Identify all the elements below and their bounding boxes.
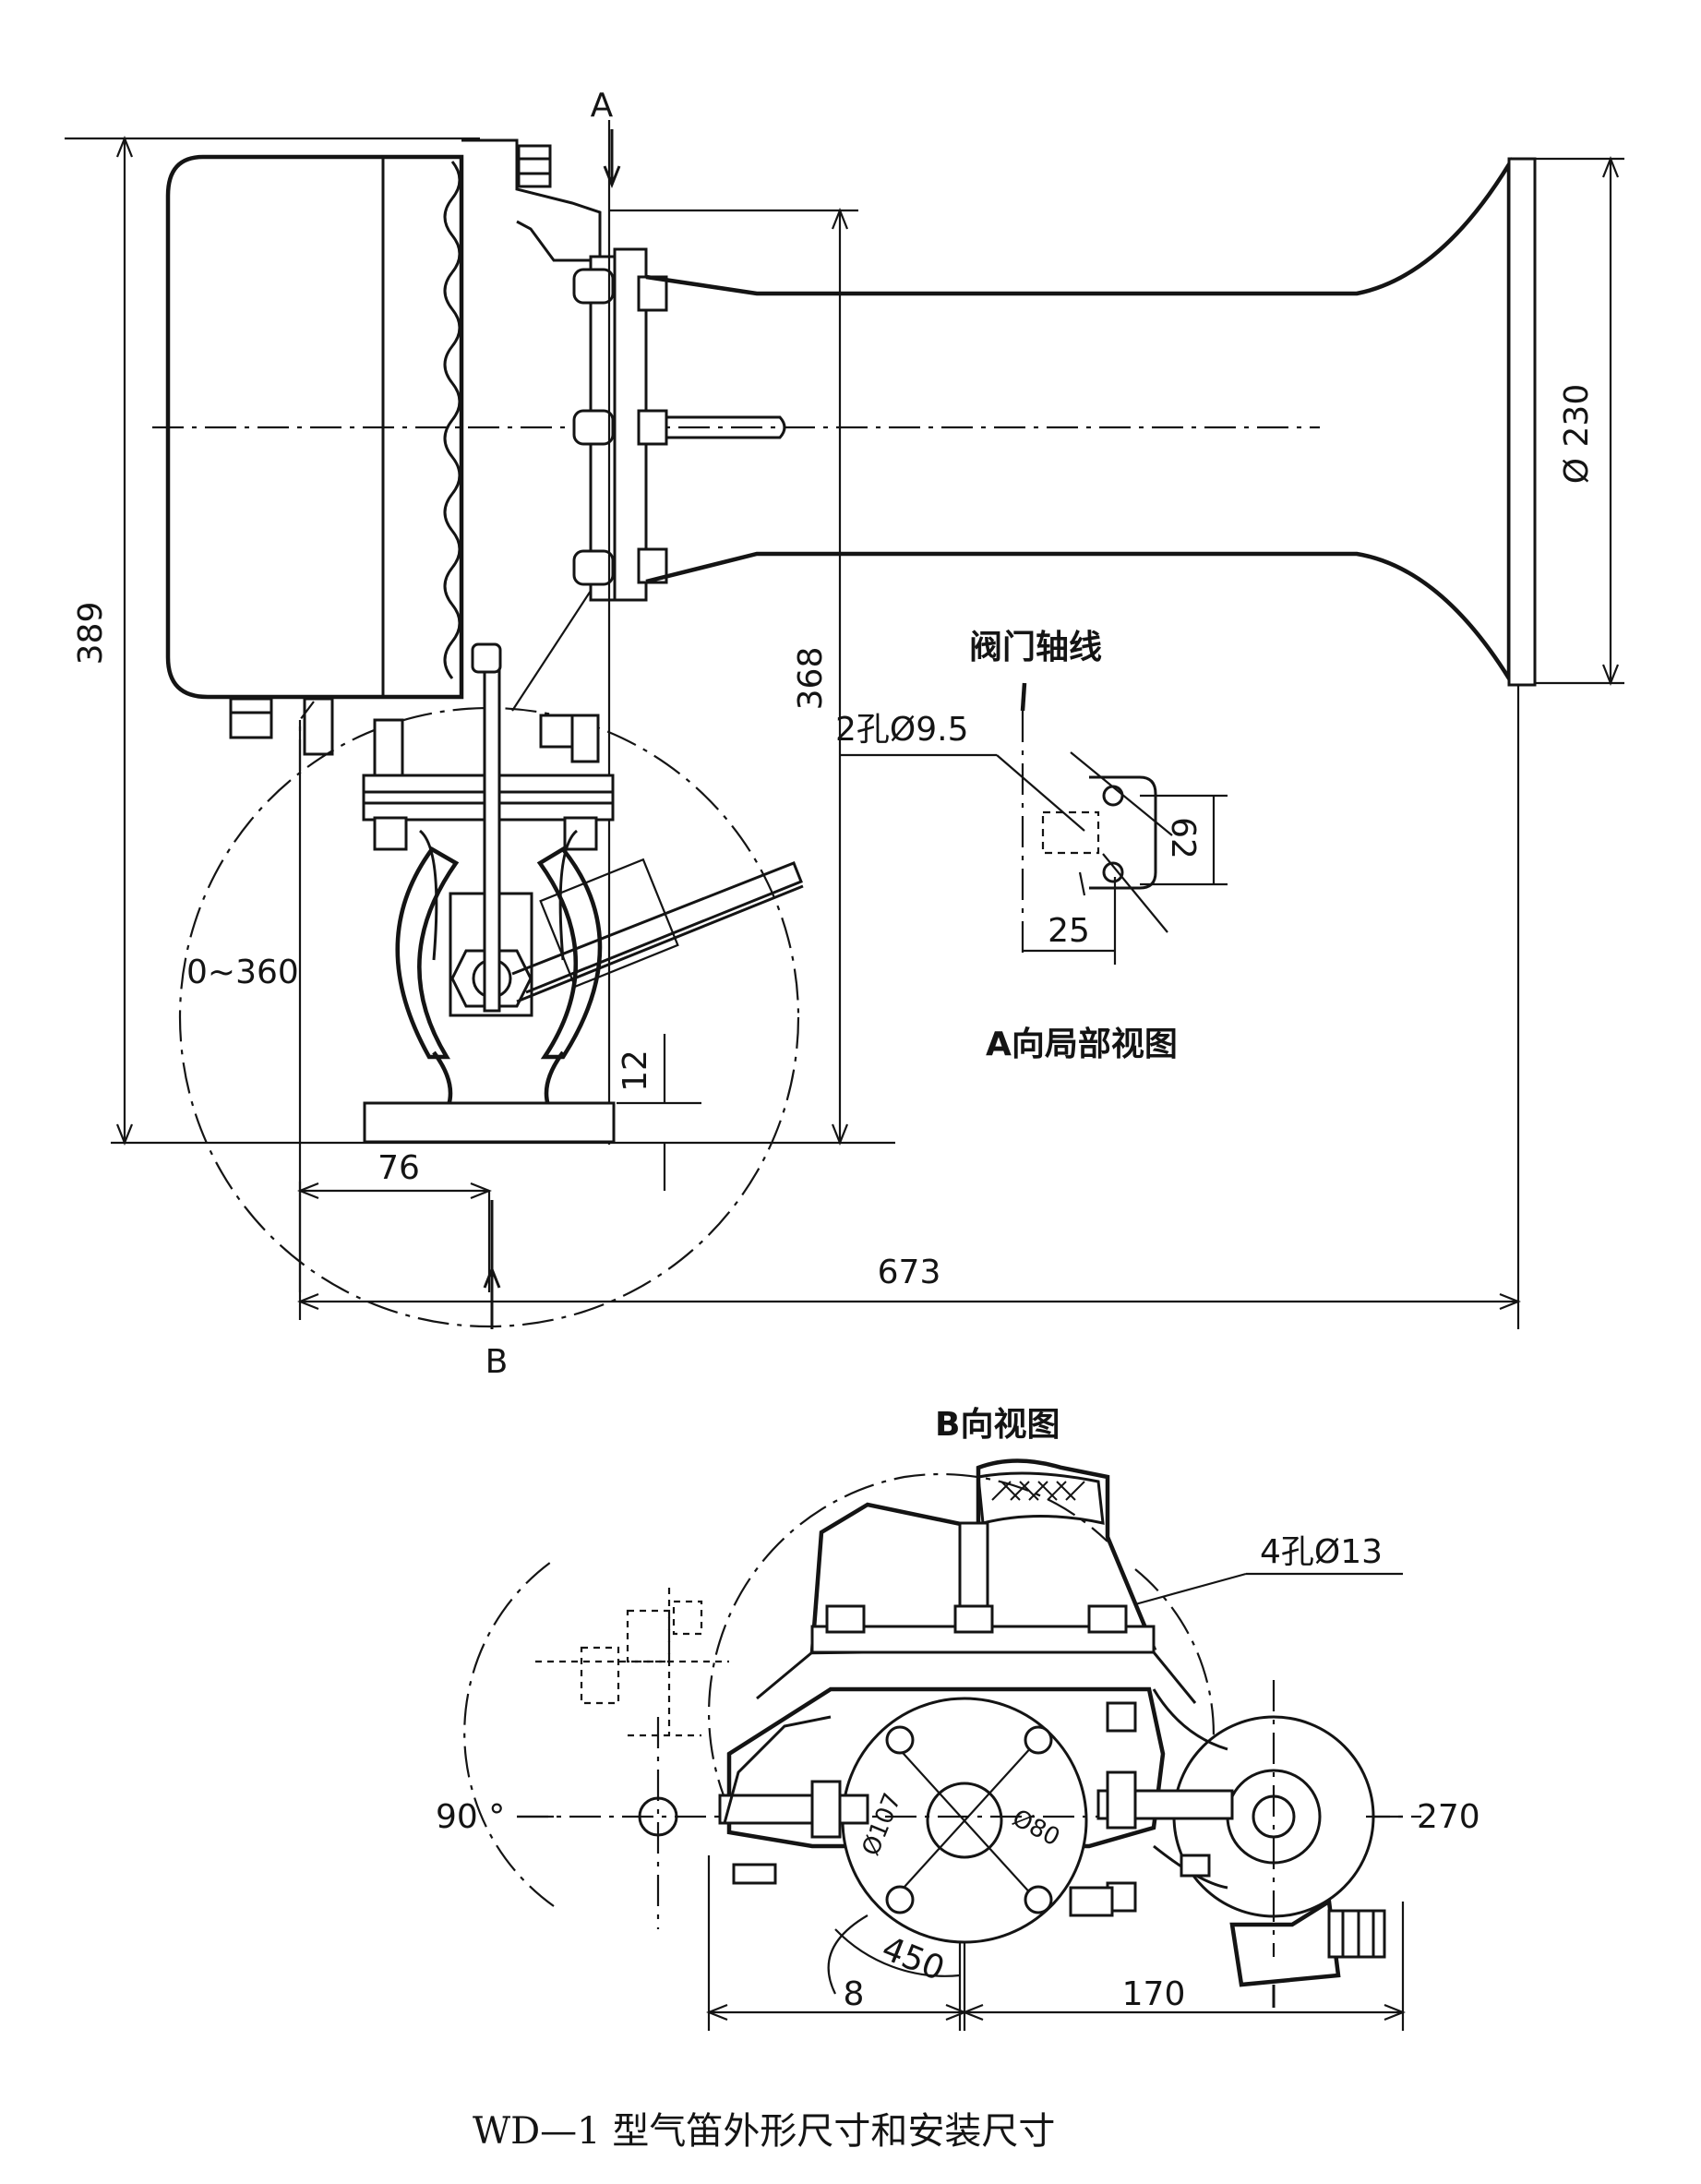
view-a-title: A向局部视图 <box>986 1026 1178 1063</box>
dim-bell-diameter: Ø 230 <box>1558 384 1596 485</box>
side-elevation <box>65 120 1624 1329</box>
dim-270: 270 <box>1417 1798 1480 1836</box>
holes-13-label: 4孔Ø13 <box>1260 1533 1383 1571</box>
dim-12: 12 <box>617 1050 654 1092</box>
dim-8: 8 <box>844 1975 865 2013</box>
marker-a-top: A <box>591 87 614 125</box>
dim-76: 76 <box>377 1149 420 1187</box>
valve-axis-label: 阀门轴线 <box>969 629 1102 666</box>
holes-9-5-label: 2孔Ø9.5 <box>835 711 969 749</box>
housing-upper <box>809 1458 1157 1655</box>
dim-90-deg: 90 ° <box>436 1798 505 1836</box>
dim-25: 25 <box>1048 912 1090 950</box>
tank-wavy-seam <box>443 161 461 679</box>
dim-389: 389 <box>72 602 110 666</box>
dim-rotation: 0~360 <box>186 954 299 991</box>
view-b-plan <box>463 1458 1421 2031</box>
dim-673: 673 <box>878 1254 941 1291</box>
view-b-title: B向视图 <box>935 1406 1060 1444</box>
dim-62: 62 <box>1164 817 1202 859</box>
figure-caption: WD—1 型气笛外形尺寸和安装尺寸 <box>473 2110 1055 2153</box>
rotation-circle <box>178 706 800 1328</box>
dim-170: 170 <box>1122 1975 1186 2013</box>
view-a-detail <box>840 682 1228 965</box>
marker-b-bottom: B <box>485 1343 509 1381</box>
air-tank <box>165 154 464 700</box>
valve-yoke <box>395 846 460 1060</box>
horn-bell <box>645 157 1512 686</box>
dim-368: 368 <box>792 647 830 711</box>
